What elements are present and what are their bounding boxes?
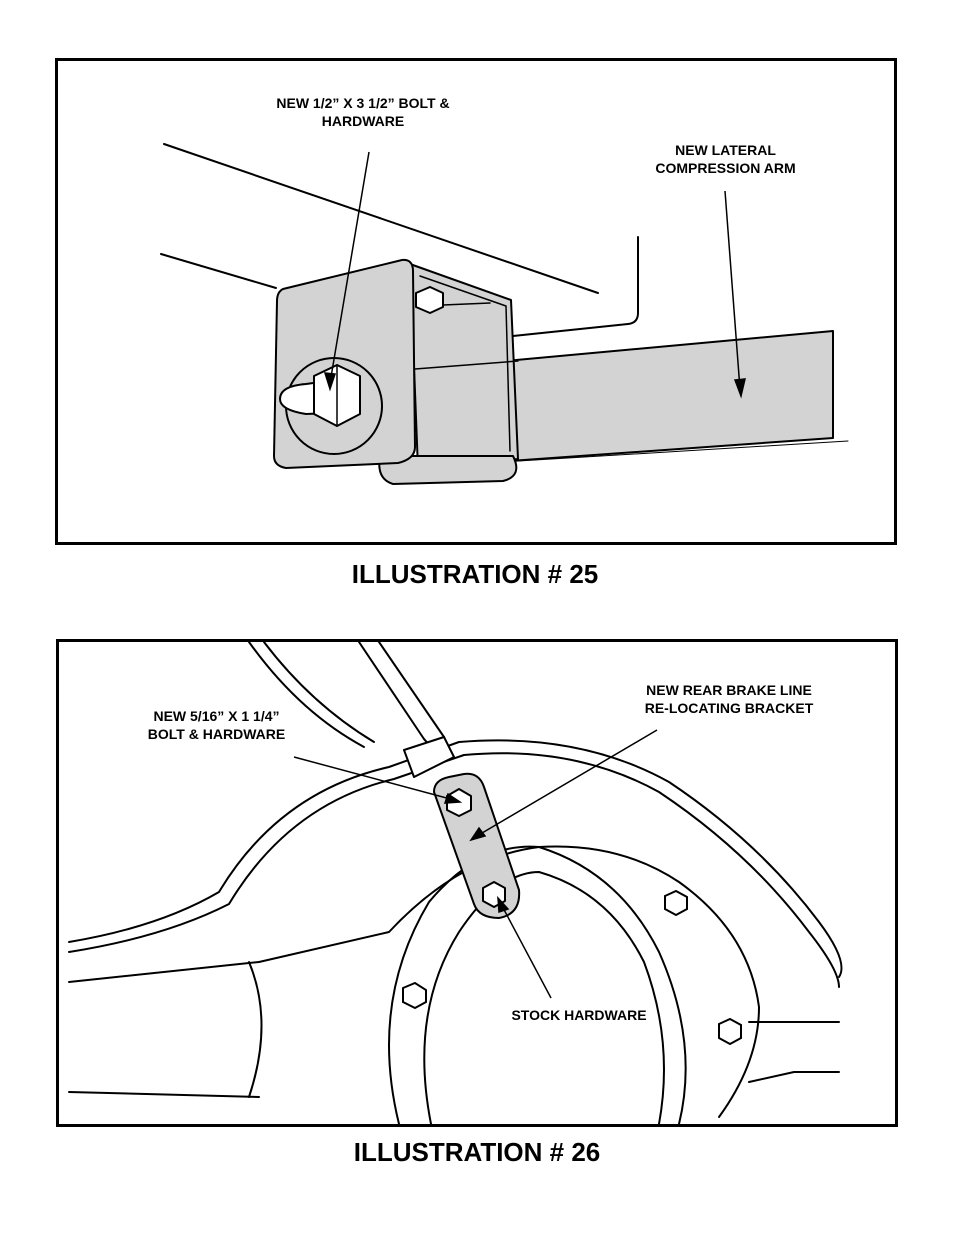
housing-upper-contour-inner: [68, 752, 840, 988]
cover-bolt-right: [718, 1017, 742, 1046]
callout-bolt-26: NEW 5/16” X 1 1/4” BOLT & HARDWARE: [134, 707, 299, 743]
illustration-26-caption: ILLUSTRATION # 26: [353, 1137, 601, 1167]
cover-bolt-upper-right: [664, 889, 688, 917]
illustration-26-drawing: [68, 642, 843, 1124]
arm-upper-edge: [414, 360, 519, 370]
axle-tube-bottom: [68, 1091, 260, 1098]
callout-arm-25: NEW LATERAL COMPRESSION ARM: [638, 141, 813, 177]
illustration-25-panel: NEW 1/2” X 3 1/2” BOLT & HARDWARE NEW LA…: [55, 58, 897, 545]
brake-hose-inner: [378, 642, 445, 738]
frame-rail-lower: [160, 253, 277, 289]
callout-bracket-26-line1: NEW REAR BRAKE LINE: [646, 682, 812, 698]
callout-stock-26-line1: STOCK HARDWARE: [511, 1007, 647, 1023]
differential-cover-inner: [423, 871, 665, 1124]
callout-arm-25-line1: NEW LATERAL: [675, 142, 776, 158]
callout-bolt-26-line2: BOLT & HARDWARE: [147, 726, 286, 742]
callout-bracket-26-line2: RE-LOCATING BRACKET: [644, 700, 814, 716]
stock-leader-arrowhead: [497, 895, 510, 914]
axle-tube-top: [68, 961, 260, 983]
bushing-lower: [378, 455, 518, 485]
arm-leader-arrowhead: [733, 378, 746, 399]
differential-cover: [388, 845, 687, 1124]
rear-bracket-inner: [419, 275, 511, 452]
hose-clip: [403, 736, 455, 778]
brake-hose-outer: [358, 642, 425, 740]
stock-leader-line: [500, 903, 552, 999]
callout-bracket-26: NEW REAR BRAKE LINE RE-LOCATING BRACKET: [619, 681, 839, 717]
axle-flange: [248, 961, 263, 1098]
brake-line-left: [248, 642, 365, 748]
bolt-leader-line: [329, 151, 370, 384]
bolt-leader-arrowhead: [323, 372, 337, 392]
callout-stock-26: STOCK HARDWARE: [499, 1006, 659, 1024]
illustration-25-caption: ILLUSTRATION # 25: [351, 559, 599, 589]
callout-bolt-25: NEW 1/2” X 3 1/2” BOLT & HARDWARE: [238, 94, 488, 130]
bolt-26-leader-arrowhead: [443, 792, 463, 804]
bolt-26-leader-line: [293, 756, 455, 801]
callout-arm-25-line2: COMPRESSION ARM: [655, 160, 796, 176]
rear-bolt-head: [415, 286, 491, 314]
brake-line-left-inner: [263, 642, 375, 743]
illustration-26-panel: NEW 5/16” X 1 1/4” BOLT & HARDWARE NEW R…: [56, 639, 898, 1127]
callout-bolt-25-line2: HARDWARE: [321, 113, 405, 129]
arm-bottom-edge: [452, 440, 849, 466]
housing-upper-contour: [68, 739, 843, 978]
cover-bolt-left: [402, 981, 427, 1010]
bracket-leader-arrowhead: [469, 826, 487, 842]
bracket-leader-line: [476, 729, 658, 837]
callout-bolt-26-line1: NEW 5/16” X 1 1/4”: [153, 708, 280, 724]
callout-bolt-25-line1: NEW 1/2” X 3 1/2” BOLT &: [276, 95, 450, 111]
illustration-25-drawing: [160, 143, 849, 485]
arm-leader-line: [724, 190, 741, 390]
axle-tube-right-bottom: [748, 1071, 840, 1083]
frame-plate: [512, 236, 639, 337]
frame-rail-upper: [163, 143, 599, 294]
